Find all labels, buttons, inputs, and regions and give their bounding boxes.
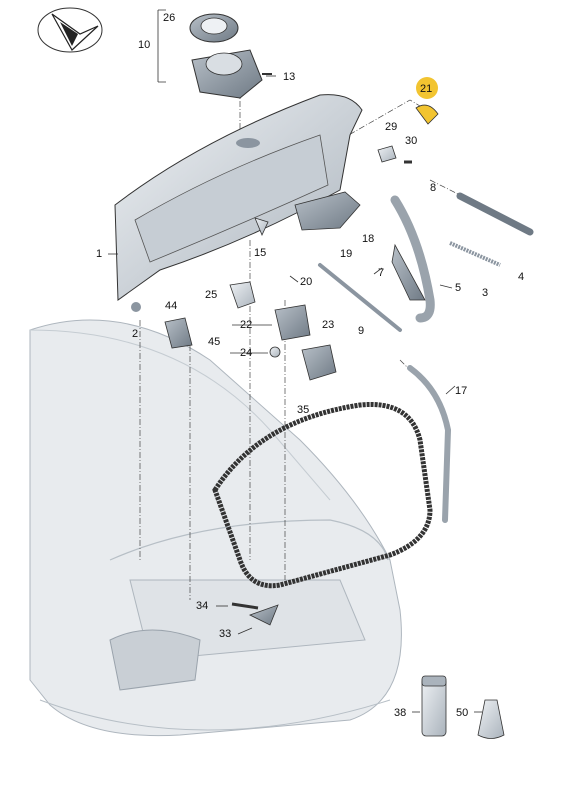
callout-17: 17	[455, 385, 467, 397]
callout-21-highlight	[416, 77, 438, 99]
callout-35: 35	[297, 404, 309, 416]
callout-30: 30	[405, 135, 417, 147]
callout-4: 4	[518, 271, 524, 283]
callout-26: 26	[163, 12, 175, 24]
hinge	[390, 195, 435, 323]
callout-5: 5	[455, 282, 461, 294]
weather-seal	[212, 401, 433, 589]
motor-drive	[294, 191, 361, 231]
callout-45: 45	[208, 336, 220, 348]
callout-8: 8	[430, 182, 436, 194]
grease-pouch	[477, 699, 505, 739]
emblem-assembly	[157, 9, 272, 99]
callout-1: 1	[96, 248, 102, 260]
callout-9: 9	[358, 325, 364, 337]
callout-ticks	[108, 75, 482, 713]
touch-up-paint-bottle	[421, 675, 447, 737]
tailgate-lid	[114, 94, 363, 301]
callout-labels: 26 10 13 21 29 30 8 1 15 18 19 7 20 5 3 …	[96, 12, 524, 719]
callout-23: 23	[322, 319, 334, 331]
arrow-compass-icon	[37, 7, 103, 53]
callout-25: 25	[205, 289, 217, 301]
car-body	[29, 319, 402, 737]
callout-20: 20	[300, 276, 312, 288]
lock-parts	[131, 104, 439, 626]
callout-19: 19	[340, 248, 352, 260]
callout-38: 38	[394, 707, 406, 719]
callout-34: 34	[196, 600, 208, 612]
callout-2: 2	[132, 328, 138, 340]
callout-44: 44	[165, 300, 177, 312]
callout-13: 13	[283, 71, 295, 83]
callout-3: 3	[482, 287, 488, 299]
gas-strut-17	[407, 365, 452, 523]
callout-18: 18	[362, 233, 374, 245]
callout-21: 21	[420, 83, 432, 95]
callout-10: 10	[138, 39, 150, 51]
callout-50: 50	[456, 707, 468, 719]
callout-33: 33	[219, 628, 231, 640]
callout-29: 29	[385, 121, 397, 133]
callout-15: 15	[254, 247, 266, 259]
gas-struts	[318, 192, 534, 332]
callout-7: 7	[378, 267, 384, 279]
